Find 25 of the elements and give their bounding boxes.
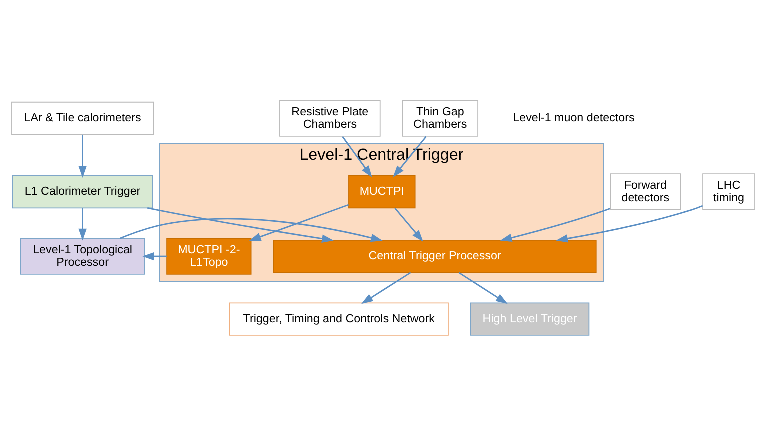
- arrow: [394, 207, 424, 242]
- arrow: [249, 204, 350, 241]
- arrow: [148, 206, 334, 242]
- node-box: MUCTPI -2- L1Topo: [166, 238, 252, 274]
- arrow: [78, 208, 87, 240]
- arrow: [500, 208, 611, 242]
- node-box: Level-1 Topological Processor: [20, 238, 146, 274]
- arrow: [362, 272, 412, 304]
- arrow: [78, 134, 87, 178]
- arrow: [556, 204, 704, 242]
- node-box: LAr & Tile calorimeters: [12, 101, 154, 135]
- arrow: [342, 136, 372, 178]
- node-box: LHC timing: [702, 173, 756, 210]
- node-box: Central Trigger Processor: [273, 239, 597, 273]
- node-box: MUCTPI: [348, 174, 416, 208]
- arrow: [393, 136, 427, 178]
- arrow: [120, 218, 383, 242]
- node-box: Resistive Plate Chambers: [280, 100, 381, 136]
- node-box: Forward detectors: [610, 173, 682, 210]
- node-box: L1 Calorimeter Trigger: [12, 174, 154, 208]
- node-box: Thin Gap Chambers: [402, 100, 478, 136]
- arrow: [142, 252, 167, 260]
- node-box: Trigger, Timing and Controls Network: [229, 302, 449, 336]
- label: Level-1 muon detectors: [513, 111, 635, 124]
- arrow: [458, 272, 508, 304]
